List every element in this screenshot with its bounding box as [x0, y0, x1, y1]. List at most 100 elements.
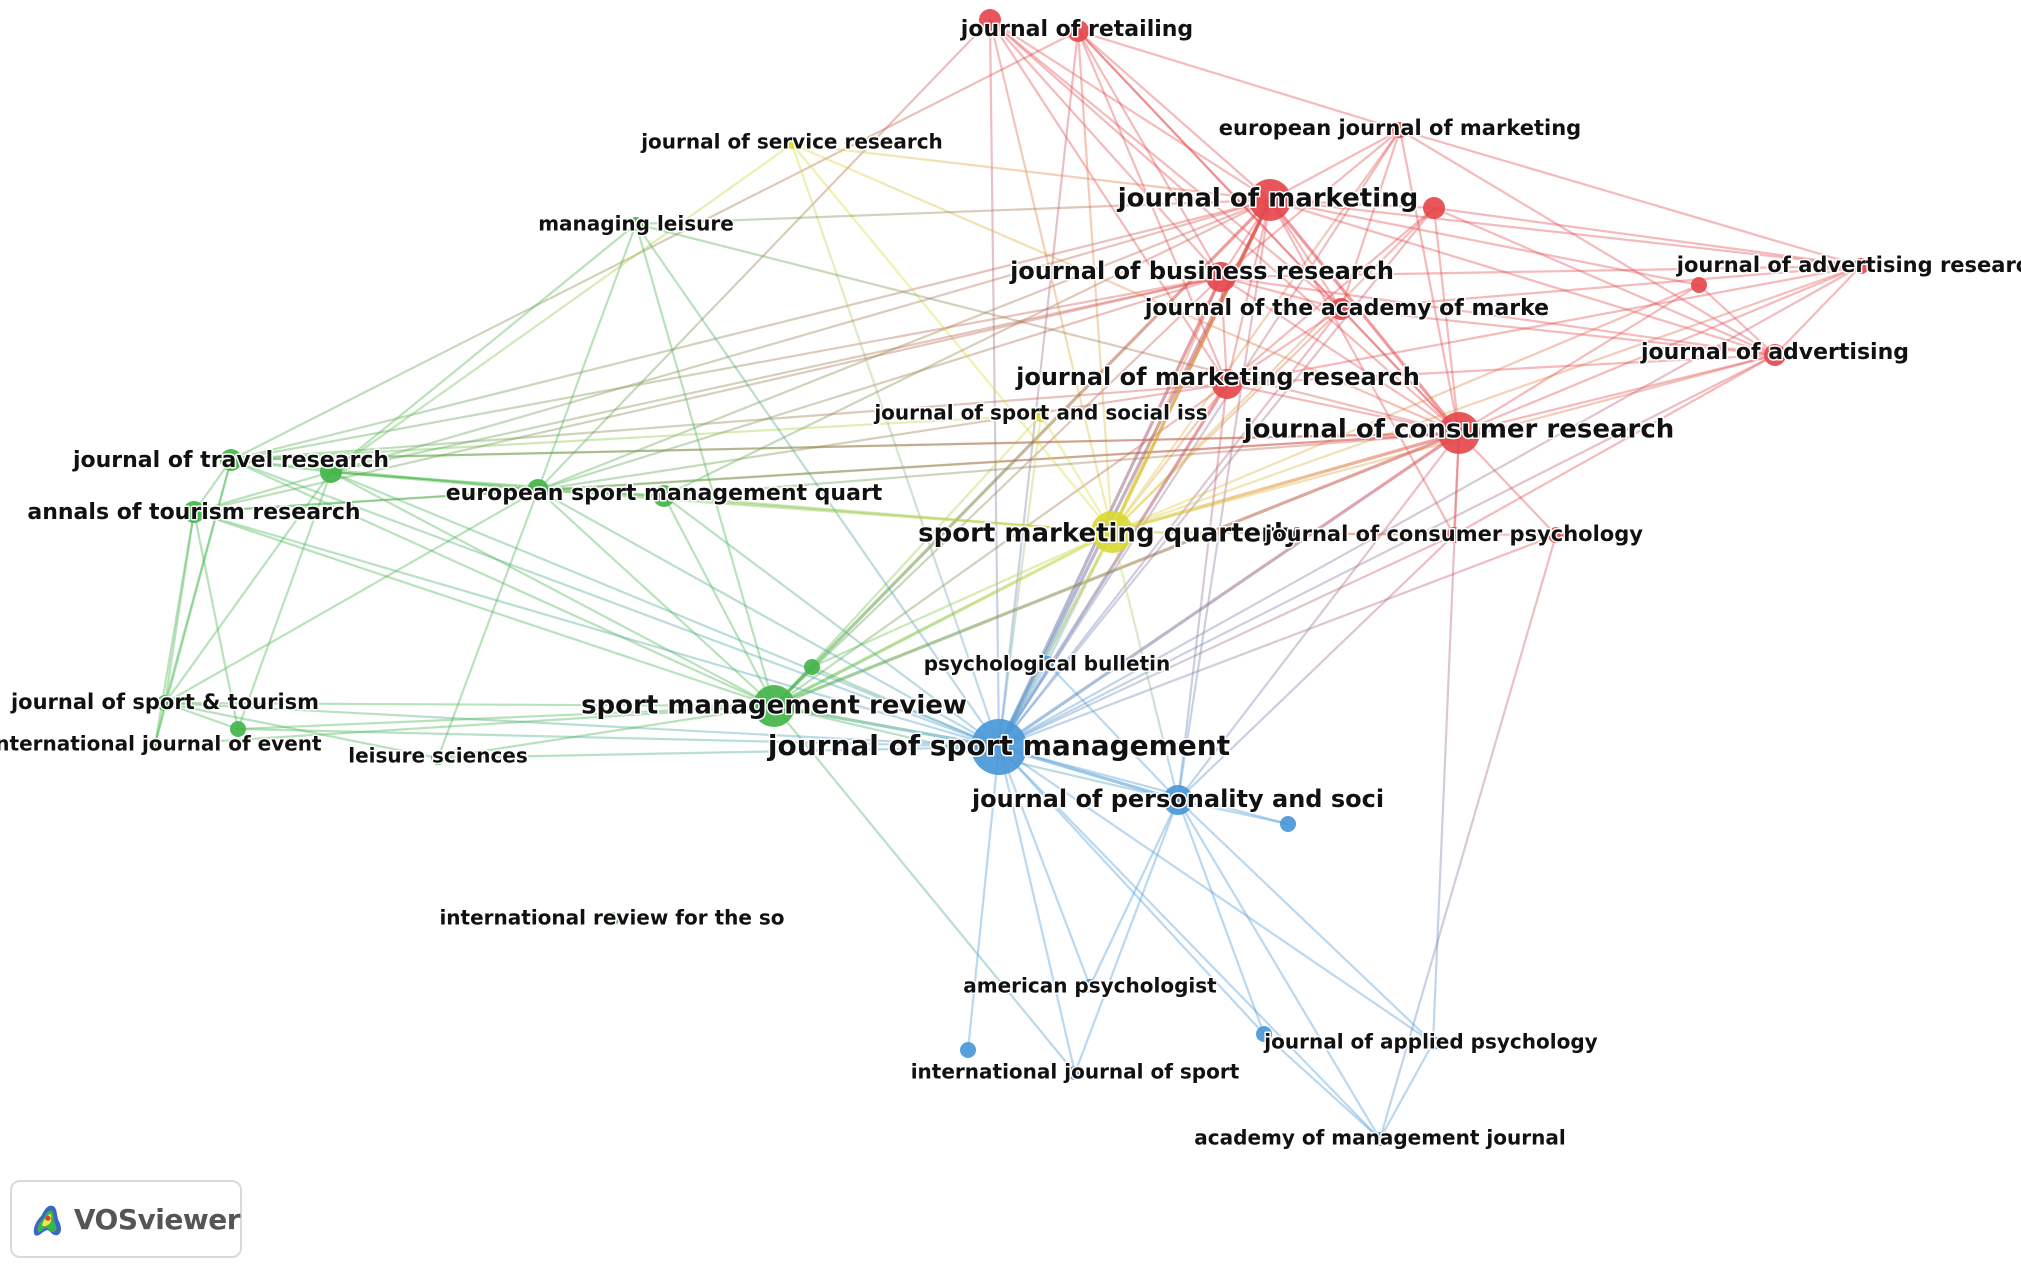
node-green_a[interactable]: [320, 461, 342, 483]
edge-jretail2-smq: [1076, 29, 1114, 534]
node-label-jap[interactable]: journal of applied psychology: [1262, 1028, 1599, 1055]
node-smr[interactable]: [753, 685, 795, 727]
edge-jretail2-jams: [1076, 29, 1343, 311]
edge-esmq-ls: [436, 488, 540, 760]
node-blue_a[interactable]: [1280, 816, 1296, 832]
node-green_c[interactable]: [804, 659, 820, 675]
edge-jbr-jadv: [1219, 275, 1777, 357]
edge-green_a-jm: [329, 198, 1272, 474]
node-label-ijs[interactable]: international journal of sport: [909, 1058, 1241, 1085]
node-jadvres[interactable]: [1853, 258, 1869, 274]
node-ml[interactable]: [629, 217, 643, 231]
node-ls[interactable]: [431, 751, 445, 765]
edge-jbr-jadvres: [1219, 264, 1863, 279]
node-jsm[interactable]: [971, 719, 1027, 775]
node-label-pb[interactable]: psychological bulletin: [922, 650, 1172, 677]
node-label-jcp[interactable]: journal of consumer psychology: [1263, 521, 1645, 548]
node-label-ije[interactable]: international journal of event: [0, 730, 324, 757]
node-ejm[interactable]: [1392, 122, 1408, 138]
node-jadv[interactable]: [1764, 344, 1786, 366]
node-jmr[interactable]: [1212, 369, 1242, 399]
node-label-jretail[interactable]: journal of retailing: [958, 16, 1194, 44]
node-label-esmq[interactable]: european sport management quart: [444, 480, 884, 508]
vosviewer-logo-panel: VOSviewer: [10, 1180, 242, 1258]
edge-red_a-jadv: [1432, 206, 1777, 357]
edge-jretail-jcr: [988, 18, 1461, 435]
node-label-jpsp[interactable]: journal of personality and soci: [969, 784, 1385, 815]
node-label-jssi[interactable]: journal of sport and social iss: [872, 399, 1209, 426]
node-label-jmr[interactable]: journal of marketing research: [1014, 362, 1422, 393]
edge-jadvres-smq: [1110, 264, 1863, 534]
node-red_c[interactable]: [1548, 527, 1564, 543]
edge-jadvres-jcr: [1457, 264, 1863, 435]
node-jpsp[interactable]: [1163, 785, 1193, 815]
node-label-jams[interactable]: journal of the academy of marke: [1142, 295, 1550, 323]
edge-red_a-jmr: [1225, 206, 1436, 386]
edge-jm-jadvres: [1268, 198, 1863, 268]
edge-jsm-jap: [997, 745, 1435, 1045]
edge-jmr-smq: [1110, 382, 1229, 534]
node-amj[interactable]: [1373, 1132, 1387, 1146]
node-jm[interactable]: [1249, 179, 1291, 221]
edge-jretail2-jtr: [229, 29, 1080, 462]
node-label-atr[interactable]: annals of tourism research: [26, 499, 362, 527]
node-label-ap[interactable]: american psychologist: [962, 972, 1219, 999]
edge-jams-jcr: [1339, 307, 1461, 435]
node-esmq[interactable]: [527, 479, 549, 501]
edge-jadv-jcp: [1452, 353, 1777, 537]
node-blue_b[interactable]: [1256, 1026, 1272, 1042]
node-green_b[interactable]: [653, 485, 675, 507]
node-blue_c[interactable]: [960, 1042, 976, 1058]
node-irsoc[interactable]: [605, 912, 619, 926]
node-jcr[interactable]: [1438, 412, 1480, 454]
node-green_d[interactable]: [230, 721, 246, 737]
node-label-ml[interactable]: managing leisure: [537, 210, 736, 237]
node-smq[interactable]: [1091, 511, 1133, 553]
node-label-smq[interactable]: sport marketing quarterly: [917, 517, 1302, 550]
vosviewer-logo-icon: [33, 1205, 62, 1236]
node-label-jadvres[interactable]: journal of advertising research: [1674, 252, 2021, 279]
node-jbr[interactable]: [1206, 262, 1236, 292]
node-label-ejm[interactable]: european journal of marketing: [1217, 115, 1582, 142]
edge-smq-smr: [772, 530, 1114, 708]
node-label-jadv[interactable]: journal of advertising: [1638, 339, 1910, 367]
node-label-jm[interactable]: journal of marketing: [1115, 182, 1420, 215]
node-label-jtr[interactable]: journal of travel research: [70, 447, 390, 475]
node-jams[interactable]: [1330, 298, 1352, 320]
node-label-jbr[interactable]: journal of business research: [1008, 256, 1396, 287]
node-jssi[interactable]: [1034, 408, 1048, 422]
node-jretail2[interactable]: [1067, 20, 1089, 42]
node-jretail[interactable]: [979, 9, 1001, 31]
node-red_a[interactable]: [1423, 197, 1445, 219]
edge-ejm-jadvres: [1398, 128, 1863, 268]
node-ijs[interactable]: [1068, 1066, 1082, 1080]
node-jap[interactable]: [1426, 1036, 1440, 1050]
node-label-jcr[interactable]: journal of consumer research: [1241, 413, 1676, 446]
node-jst[interactable]: [157, 695, 173, 711]
node-label-jst[interactable]: journal of sport & tourism: [8, 689, 320, 716]
node-jsr[interactable]: [787, 139, 797, 149]
node-atr[interactable]: [183, 501, 205, 523]
node-label-ls[interactable]: leisure sciences: [347, 742, 530, 769]
edge-jst-green_d: [163, 701, 240, 731]
node-ije[interactable]: [148, 738, 162, 752]
edge-jmr-jtr: [229, 382, 1229, 462]
node-label-irsoc[interactable]: international review for the so: [438, 904, 786, 931]
edge-ejm-jcr: [1398, 128, 1461, 435]
node-pb[interactable]: [1040, 656, 1054, 670]
edge-jcr-smr: [772, 431, 1461, 708]
node-jcp[interactable]: [1446, 527, 1462, 543]
node-label-smr[interactable]: sport management review: [580, 689, 969, 722]
node-label-jsm[interactable]: journal of sport management: [765, 728, 1231, 764]
edge-jcp-jpsp: [1176, 533, 1456, 802]
edge-jmr-jsm: [997, 382, 1229, 749]
edge-jpsp-jap: [1176, 798, 1435, 1045]
node-red_b[interactable]: [1691, 277, 1707, 293]
edge-green_b-jsm: [662, 494, 1001, 749]
node-jtr[interactable]: [220, 449, 242, 471]
node-label-jsr[interactable]: journal of service research: [639, 128, 945, 155]
edge-ml-esmq: [536, 222, 638, 492]
node-label-amj[interactable]: academy of management journal: [1193, 1124, 1567, 1151]
node-ap[interactable]: [1083, 979, 1097, 993]
edge-green_a-atr: [192, 470, 333, 514]
